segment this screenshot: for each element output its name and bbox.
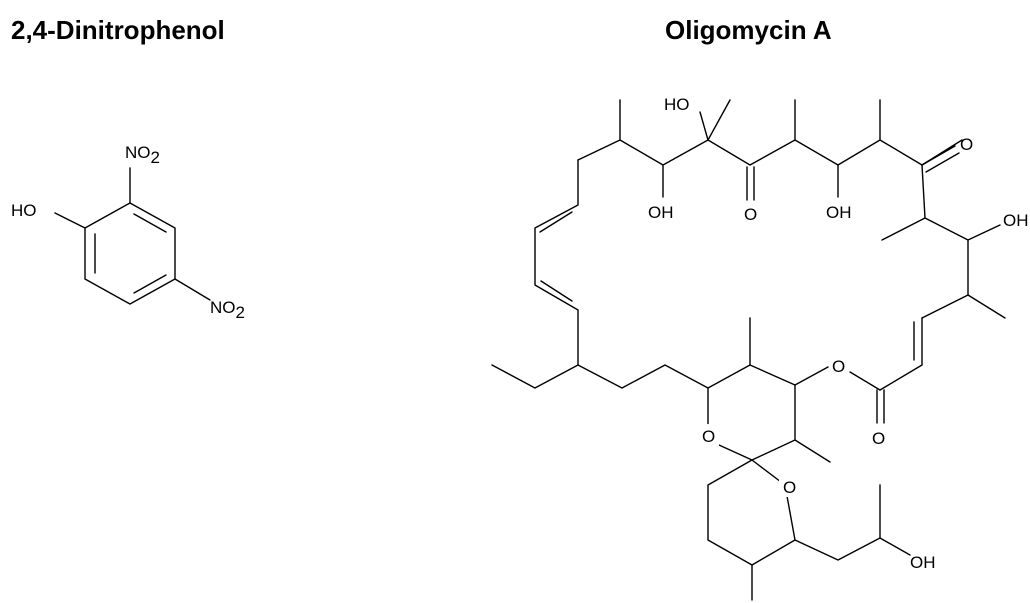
label-oh-tail: OH xyxy=(910,553,936,572)
label-ho-top: HO xyxy=(664,95,690,114)
oligomycin-title: Oligomycin A xyxy=(665,15,832,45)
label-o-ester-carbonyl: O xyxy=(872,429,885,448)
label-no2-right: NO2 xyxy=(210,298,245,322)
methyl-5 xyxy=(881,217,926,241)
bond-oh-tail xyxy=(879,537,911,556)
label-o-ketone-2: O xyxy=(960,135,973,154)
label-o-spiro-2: O xyxy=(783,478,796,497)
label-o-spiro-1: O xyxy=(702,427,715,446)
ester-o-bond-1 xyxy=(849,371,881,391)
label-no2-top: NO2 xyxy=(125,143,160,167)
ethyl-branch xyxy=(491,364,579,389)
ester-o-bond-2 xyxy=(794,366,829,386)
bond-no2-right xyxy=(174,278,211,301)
ketone-2-bond-b xyxy=(925,152,960,173)
diene-double-bond-2 xyxy=(540,280,573,302)
label-ho: HO xyxy=(11,201,37,220)
label-o-ester-ring: O xyxy=(832,357,845,376)
label-oh-1: OH xyxy=(648,203,674,222)
methyl-6 xyxy=(967,294,1006,319)
macrocycle-left-chain xyxy=(534,159,579,366)
linker-chain xyxy=(577,364,709,389)
hydroxypropyl-tail xyxy=(794,484,881,561)
bond-oh xyxy=(54,212,86,229)
pyran-ring-1 xyxy=(707,364,796,461)
dinitrophenol-title: 2,4-Dinitrophenol xyxy=(11,15,225,45)
diene-double-bond-1 xyxy=(539,211,573,233)
enoate-chain xyxy=(879,317,923,391)
macrocycle-top-chain xyxy=(577,139,963,166)
ketone-2-bond-a xyxy=(921,145,956,166)
methyl-8 xyxy=(794,439,831,463)
ring-double-bond xyxy=(133,213,167,233)
methyl-2 xyxy=(707,99,731,141)
bond-ho-top xyxy=(699,111,709,141)
benzene-ring xyxy=(84,202,176,305)
label-oh-2: OH xyxy=(826,203,852,222)
macrocycle-right-chain xyxy=(921,164,969,319)
dinitrophenol-structure: HO NO2 NO2 xyxy=(11,143,245,322)
label-o-ketone-1: O xyxy=(744,205,757,224)
label-oh-3: OH xyxy=(1003,211,1029,230)
bond-oh-3 xyxy=(967,224,1001,241)
ring-double-bond xyxy=(133,274,167,294)
oligomycin-structure: HO OH O OH O OH O O xyxy=(491,95,1029,601)
